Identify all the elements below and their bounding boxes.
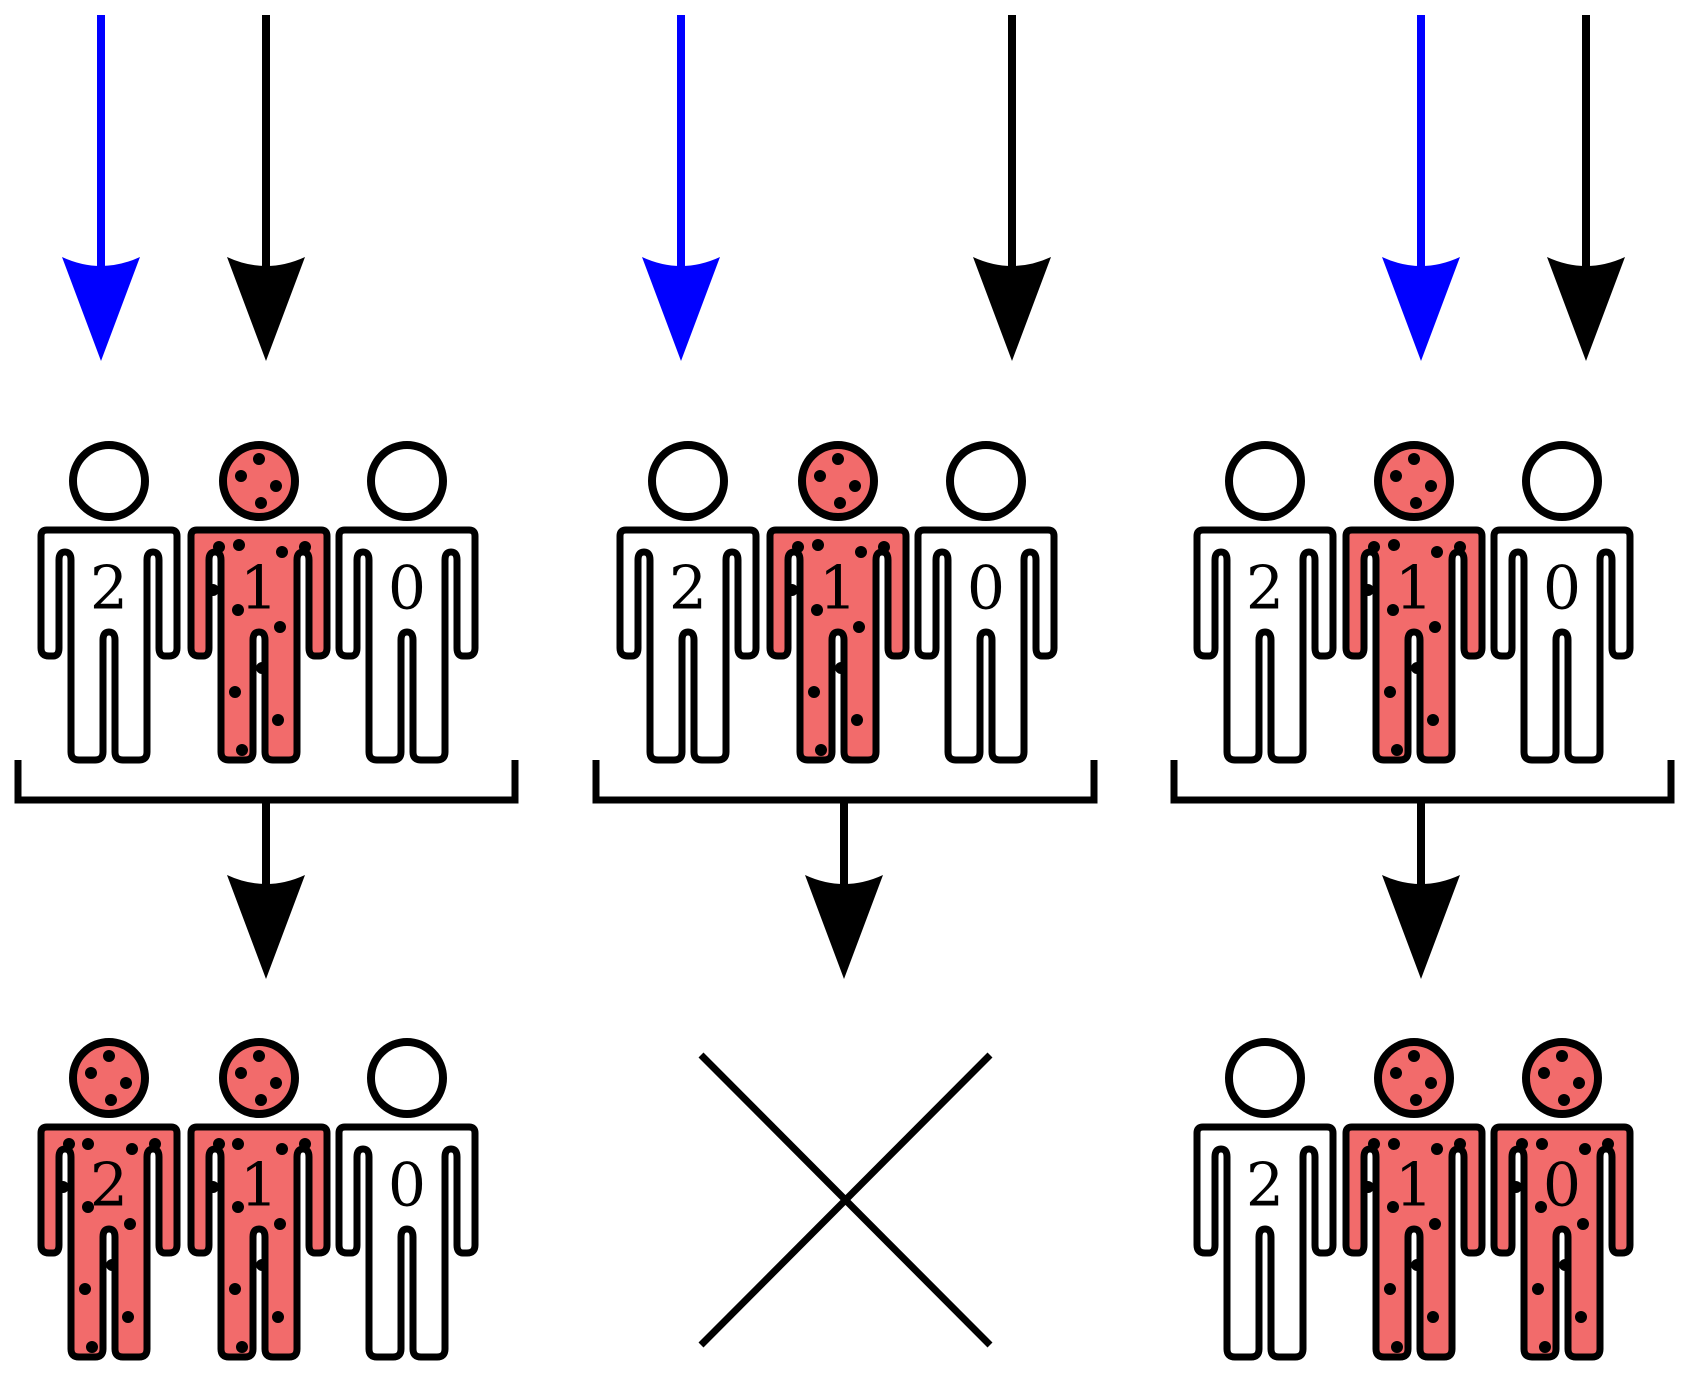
black-arrow xyxy=(973,15,1051,361)
person-label: 1 xyxy=(1395,554,1433,624)
infection-spots xyxy=(207,453,311,756)
group-bracket xyxy=(1170,760,1675,804)
person-2: 2 xyxy=(1197,1038,1333,1357)
infection-spots xyxy=(1510,1050,1614,1353)
incoming-arrows xyxy=(1382,15,1625,361)
person-1-infected: 1 xyxy=(1346,1038,1482,1357)
person-label: 0 xyxy=(388,554,426,624)
black-arrow xyxy=(227,15,305,361)
group-bracket xyxy=(14,760,519,804)
person-label: 0 xyxy=(388,1151,426,1221)
infection-spots xyxy=(1362,453,1466,756)
person-label: 2 xyxy=(1246,554,1284,624)
before-group: 2 1 0 xyxy=(620,441,1054,760)
infection-spots xyxy=(786,453,890,756)
outcome-arrow xyxy=(1382,800,1460,979)
person-label: 2 xyxy=(669,554,707,624)
group-bracket xyxy=(592,760,1098,804)
person-label: 1 xyxy=(819,554,857,624)
infection-spots xyxy=(57,1050,161,1353)
scenario-left: 2 1 0 xyxy=(14,15,519,1357)
incoming-arrows xyxy=(62,15,305,361)
person-0-infected: 0 xyxy=(1494,1038,1630,1357)
person-2: 2 xyxy=(41,441,177,760)
person-label: 0 xyxy=(1543,554,1581,624)
blue-arrow xyxy=(1382,15,1460,361)
before-group: 2 1 0 xyxy=(41,441,475,760)
infection-spots xyxy=(207,1050,311,1353)
outcome-arrow xyxy=(227,800,305,979)
cross-icon xyxy=(698,1052,993,1348)
person-label: 0 xyxy=(967,554,1005,624)
person-1-infected: 1 xyxy=(191,441,327,760)
person-label: 2 xyxy=(90,554,128,624)
infection-spots xyxy=(1362,1050,1466,1353)
blue-arrow xyxy=(62,15,140,361)
person-0: 0 xyxy=(339,441,475,760)
person-label: 2 xyxy=(1246,1151,1284,1221)
outcome-arrow xyxy=(805,800,883,979)
person-label: 1 xyxy=(240,554,278,624)
before-group: 2 1 0 xyxy=(1197,441,1630,760)
person-2-infected: 2 xyxy=(41,1038,177,1357)
person-1-infected: 1 xyxy=(1346,441,1482,760)
person-0: 0 xyxy=(918,441,1054,760)
person-label: 0 xyxy=(1543,1151,1581,1221)
person-2: 2 xyxy=(620,441,756,760)
person-0: 0 xyxy=(339,1038,475,1357)
person-0: 0 xyxy=(1494,441,1630,760)
scenario-middle: 2 1 0 xyxy=(592,15,1098,1348)
person-label: 1 xyxy=(1395,1151,1433,1221)
blue-arrow xyxy=(642,15,720,361)
after-group: 2 1 0 xyxy=(41,1038,475,1357)
person-label: 1 xyxy=(240,1151,278,1221)
black-arrow xyxy=(1547,15,1625,361)
incoming-arrows xyxy=(642,15,1051,361)
person-1-infected: 1 xyxy=(770,441,906,760)
person-1-infected: 1 xyxy=(191,1038,327,1357)
person-2: 2 xyxy=(1197,441,1333,760)
after-group: 2 1 xyxy=(1197,1038,1630,1357)
person-label: 2 xyxy=(90,1151,128,1221)
scenario-right: 2 1 0 xyxy=(1170,15,1675,1357)
